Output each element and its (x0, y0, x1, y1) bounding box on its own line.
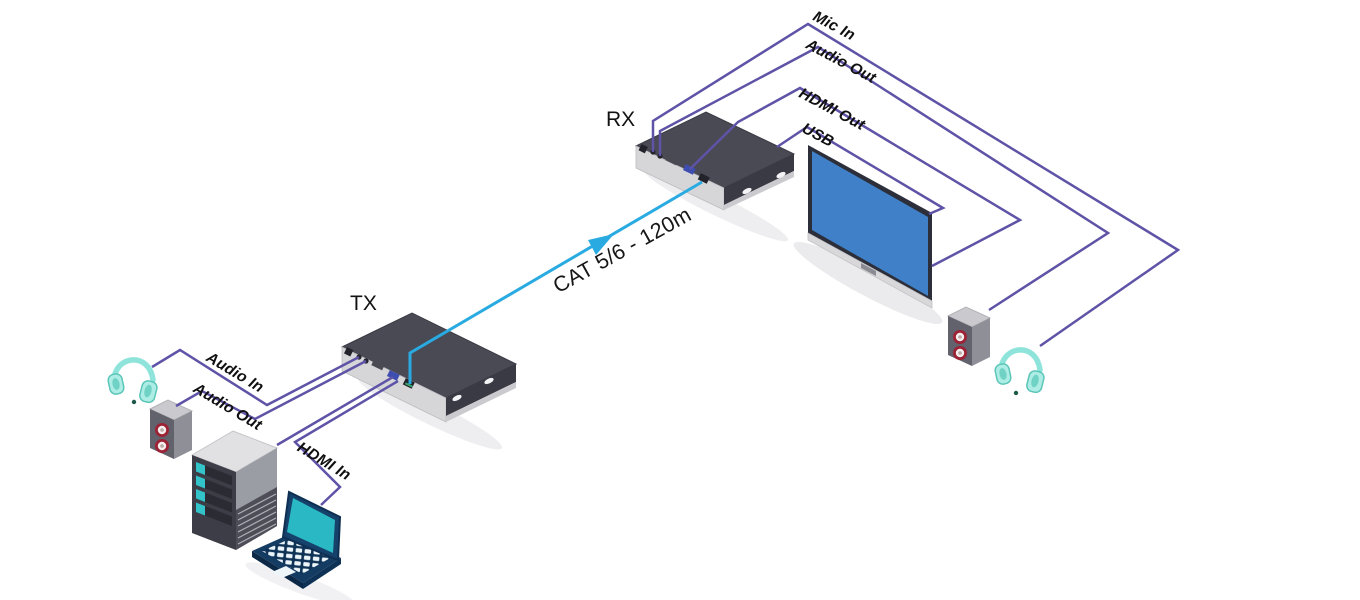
speaker-left-device (148, 399, 194, 459)
cat-link-cable (408, 180, 703, 384)
monitor-screen (812, 151, 928, 296)
audio-out-tx-cable (175, 359, 367, 421)
monitor-device (807, 145, 933, 309)
laptop-device (252, 490, 342, 589)
headphones-left-device (107, 357, 158, 405)
server-drive-bays (196, 462, 232, 526)
monitor-stand-notch (861, 263, 876, 276)
rx-label: RX (606, 108, 636, 131)
mic-in-cable (651, 22, 1181, 348)
cat-link-arrowhead (588, 234, 614, 255)
mic-dot (131, 399, 137, 405)
mic-dot (1013, 390, 1019, 396)
laptop-trackpad (272, 566, 296, 578)
tx-ports (343, 347, 415, 389)
tx-extender-device (340, 312, 518, 423)
rx-extender-device (634, 111, 796, 211)
hdmi-out-cable (689, 86, 1023, 268)
audio-in-tx-cable (151, 348, 360, 407)
audio-out-rx-cable (658, 45, 1111, 312)
hdmi-in-server-cable (276, 375, 394, 447)
server-vent-stripes (237, 493, 277, 545)
speaker-right-device (946, 306, 992, 366)
headphones-right-device (994, 347, 1045, 396)
hdmi-in-laptop-cable (292, 379, 399, 506)
usb-cable (776, 125, 946, 216)
rx-ports (638, 143, 710, 184)
server-device (190, 430, 279, 550)
tx-label: TX (350, 292, 377, 315)
laptop-screen (287, 498, 335, 553)
